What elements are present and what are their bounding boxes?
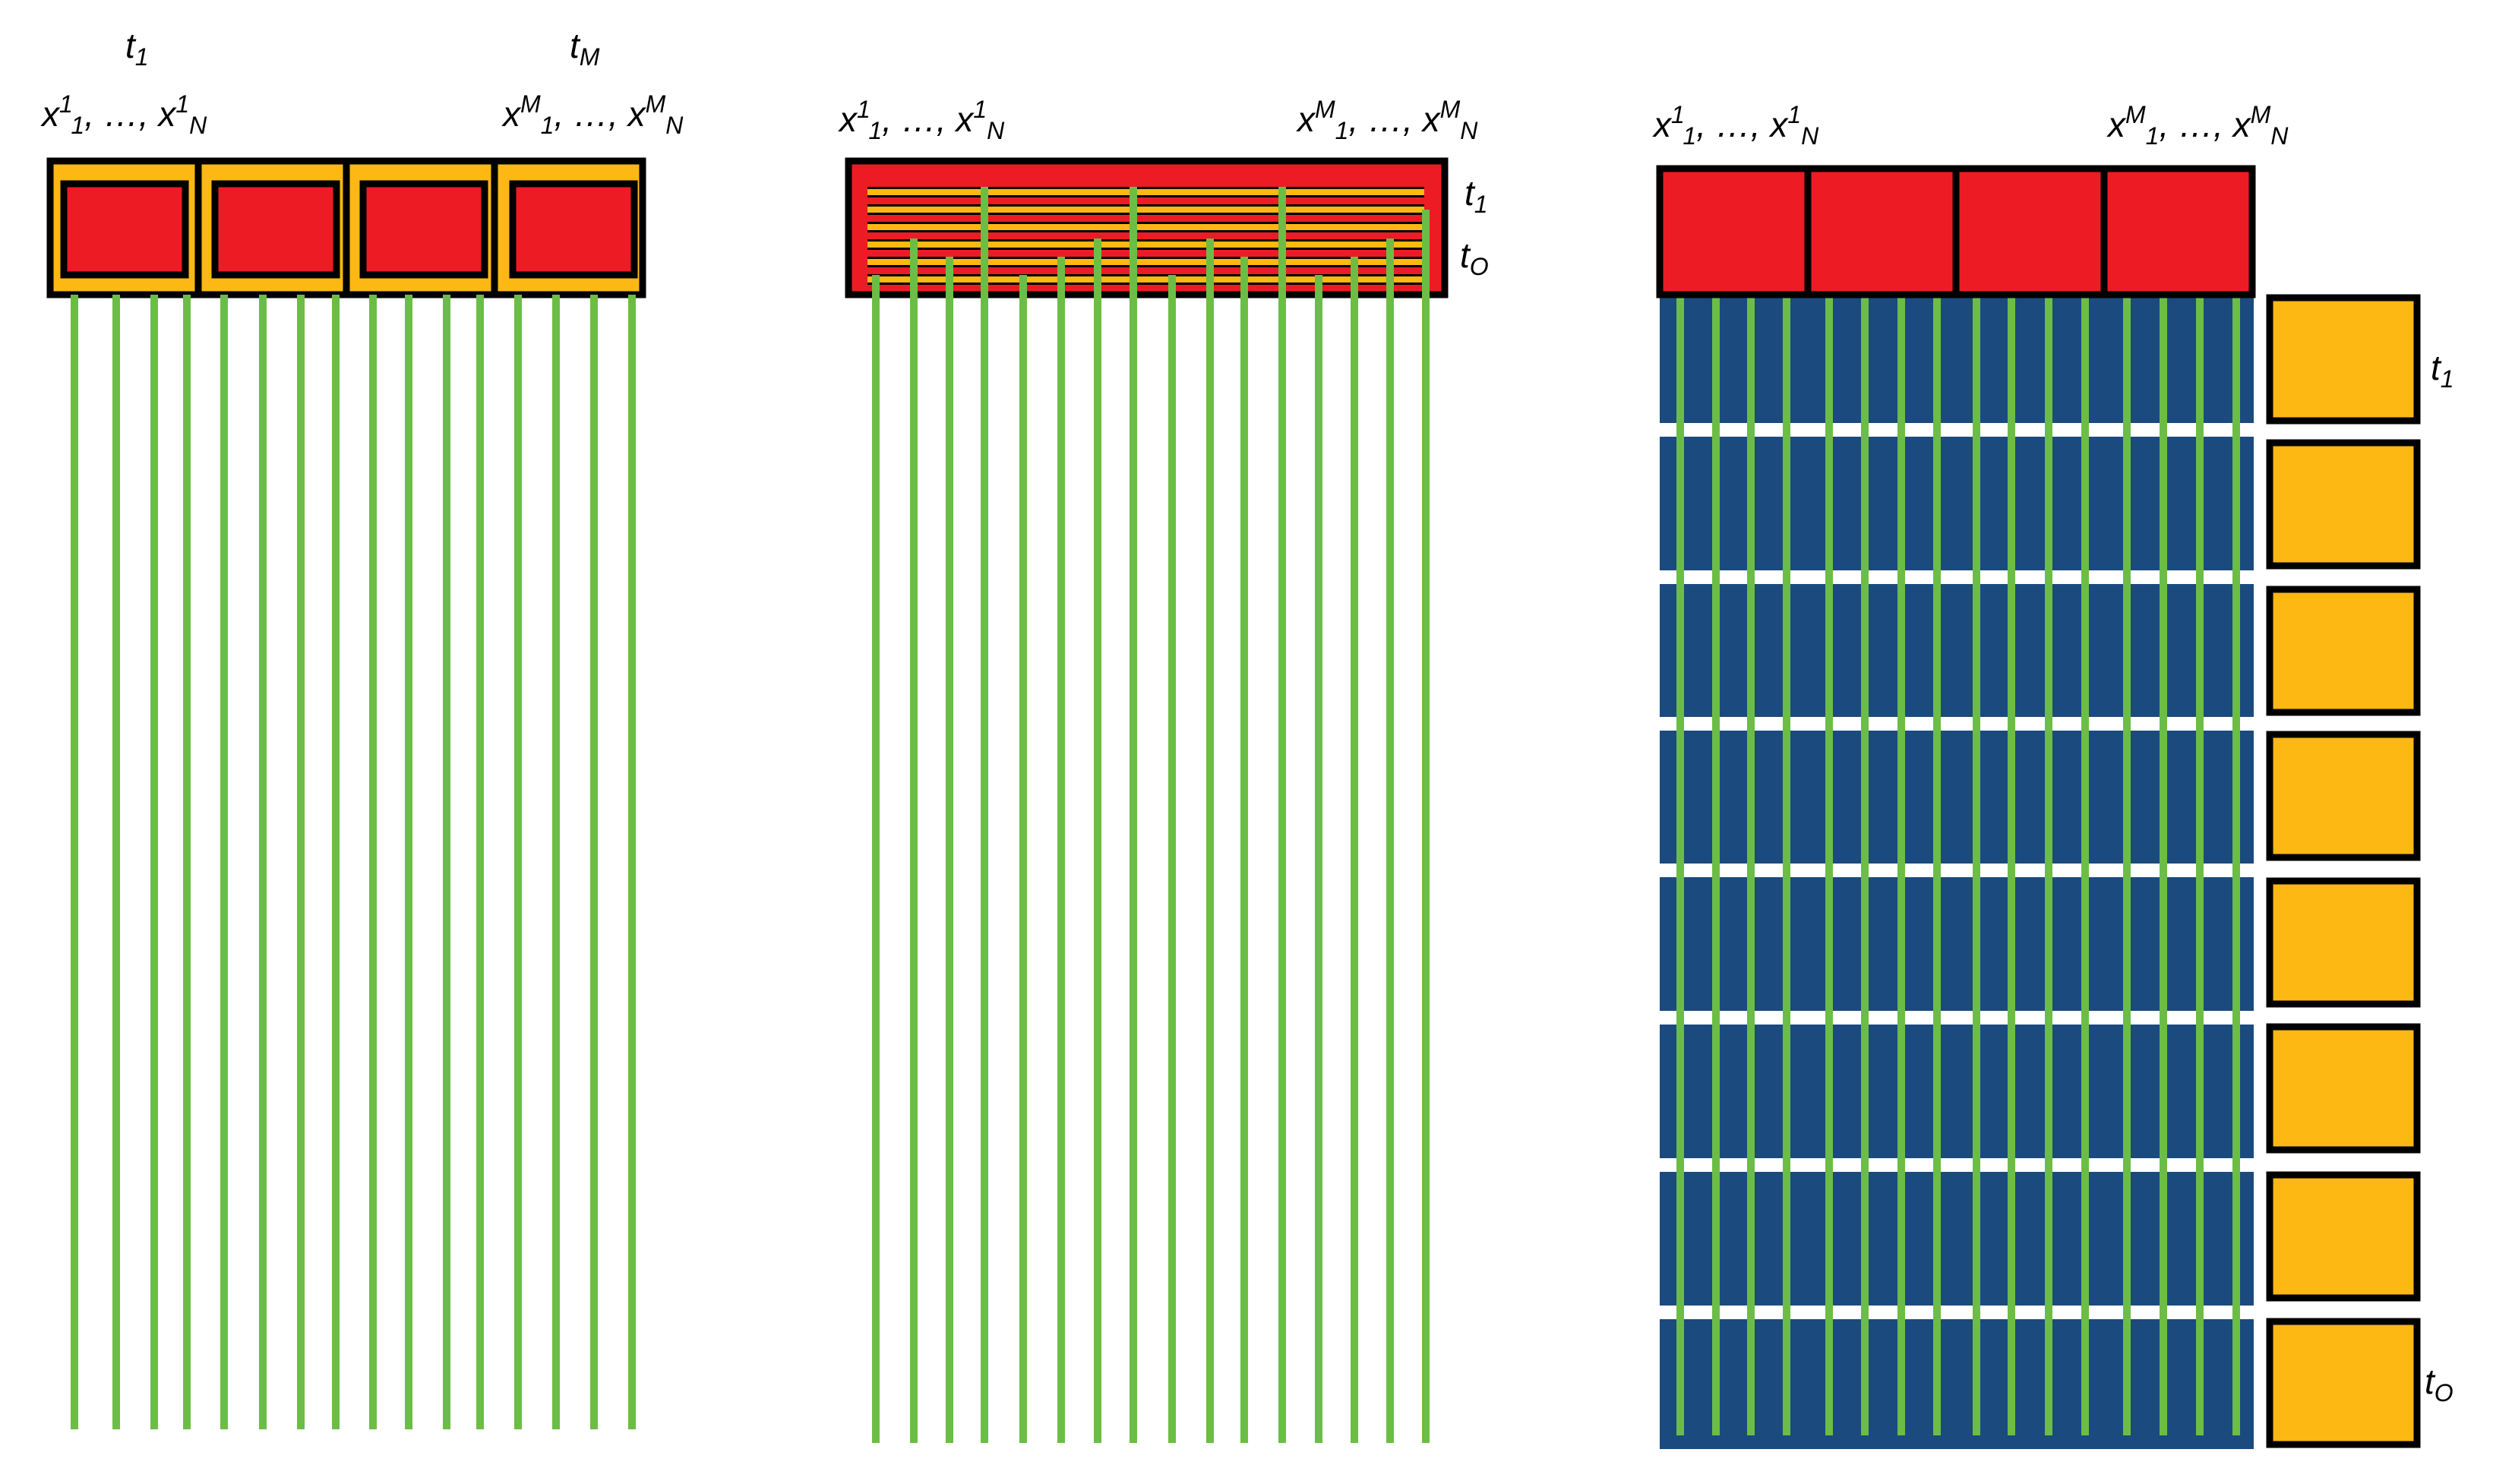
left-feature-lines: [69, 295, 637, 1429]
right-row-separator: [1660, 864, 2254, 877]
right-time-box-5: [2266, 877, 2421, 1008]
right-row-separator: [1660, 1011, 2254, 1025]
right-time-label-first: t1: [2431, 348, 2454, 393]
middle-feature-label-last: xM1, …, xMN: [1296, 96, 1478, 144]
right-top-box-1: [1656, 165, 1812, 298]
left-inner-box-3: [359, 180, 488, 279]
left-inner-boxes: [60, 180, 638, 279]
right-row-separators: [1660, 423, 2254, 1319]
left-inner-box-1: [60, 180, 189, 279]
right-feature-label-last: xM1, …, xMN: [2106, 101, 2289, 150]
left-time-label-first: t1: [125, 26, 149, 71]
right-time-box-3: [2266, 586, 2421, 716]
right-time-box-2: [2266, 439, 2421, 570]
right-feature-lines: [1675, 281, 2242, 1435]
right-row-separator: [1660, 717, 2254, 731]
right-row-separator: [1660, 1158, 2254, 1172]
middle-feature-lines: [870, 187, 1431, 1443]
right-time-box-8: [2266, 1318, 2421, 1448]
panel-right: x11, …, x1N xM1, …, xMN t1 tO: [1652, 101, 2454, 1449]
middle-feature-label-first: x11, …, x1N: [838, 96, 1005, 144]
right-feature-label-first: x11, …, x1N: [1652, 101, 1819, 150]
right-row-separator: [1660, 423, 2254, 437]
middle-time-stripes: [867, 187, 1424, 285]
right-top-box-4: [2100, 165, 2256, 298]
left-inner-box-4: [509, 180, 638, 279]
left-feature-label-first: x11, …, x1N: [40, 90, 207, 139]
right-time-label-last: tO: [2425, 1362, 2454, 1407]
right-time-box-1: [2266, 294, 2421, 425]
right-time-box-6: [2266, 1023, 2421, 1154]
right-time-box-4: [2266, 731, 2421, 861]
panel-middle: x11, …, x1N xM1, …, xMN t1 tO: [838, 96, 1489, 1443]
middle-time-label-first: t1: [1465, 173, 1488, 218]
right-row-separator: [1660, 570, 2254, 584]
middle-time-label-last: tO: [1460, 235, 1489, 280]
right-top-boxes: [1656, 165, 2256, 298]
right-top-box-2: [1804, 165, 1960, 298]
left-time-label-last: tM: [570, 26, 600, 71]
left-inner-box-2: [211, 180, 340, 279]
right-row-separator: [1660, 1306, 2254, 1319]
right-time-box-7: [2266, 1171, 2421, 1302]
panel-left: t1 tM x11, …, x1N xM1, …, xMN: [40, 26, 684, 1429]
right-time-boxes: [2266, 294, 2421, 1448]
right-top-box-3: [1952, 165, 2108, 298]
left-feature-label-last: xM1, …, xMN: [501, 90, 684, 139]
